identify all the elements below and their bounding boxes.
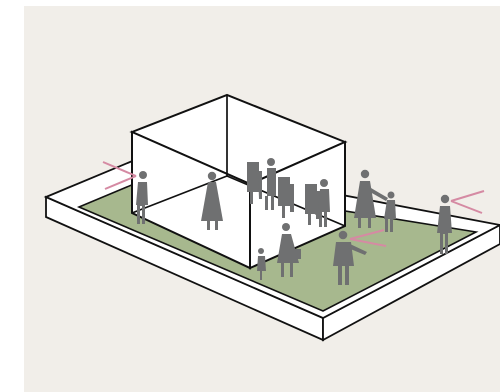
illustration-panel [24, 6, 500, 392]
isometric-pavilion-diagram [24, 6, 500, 392]
